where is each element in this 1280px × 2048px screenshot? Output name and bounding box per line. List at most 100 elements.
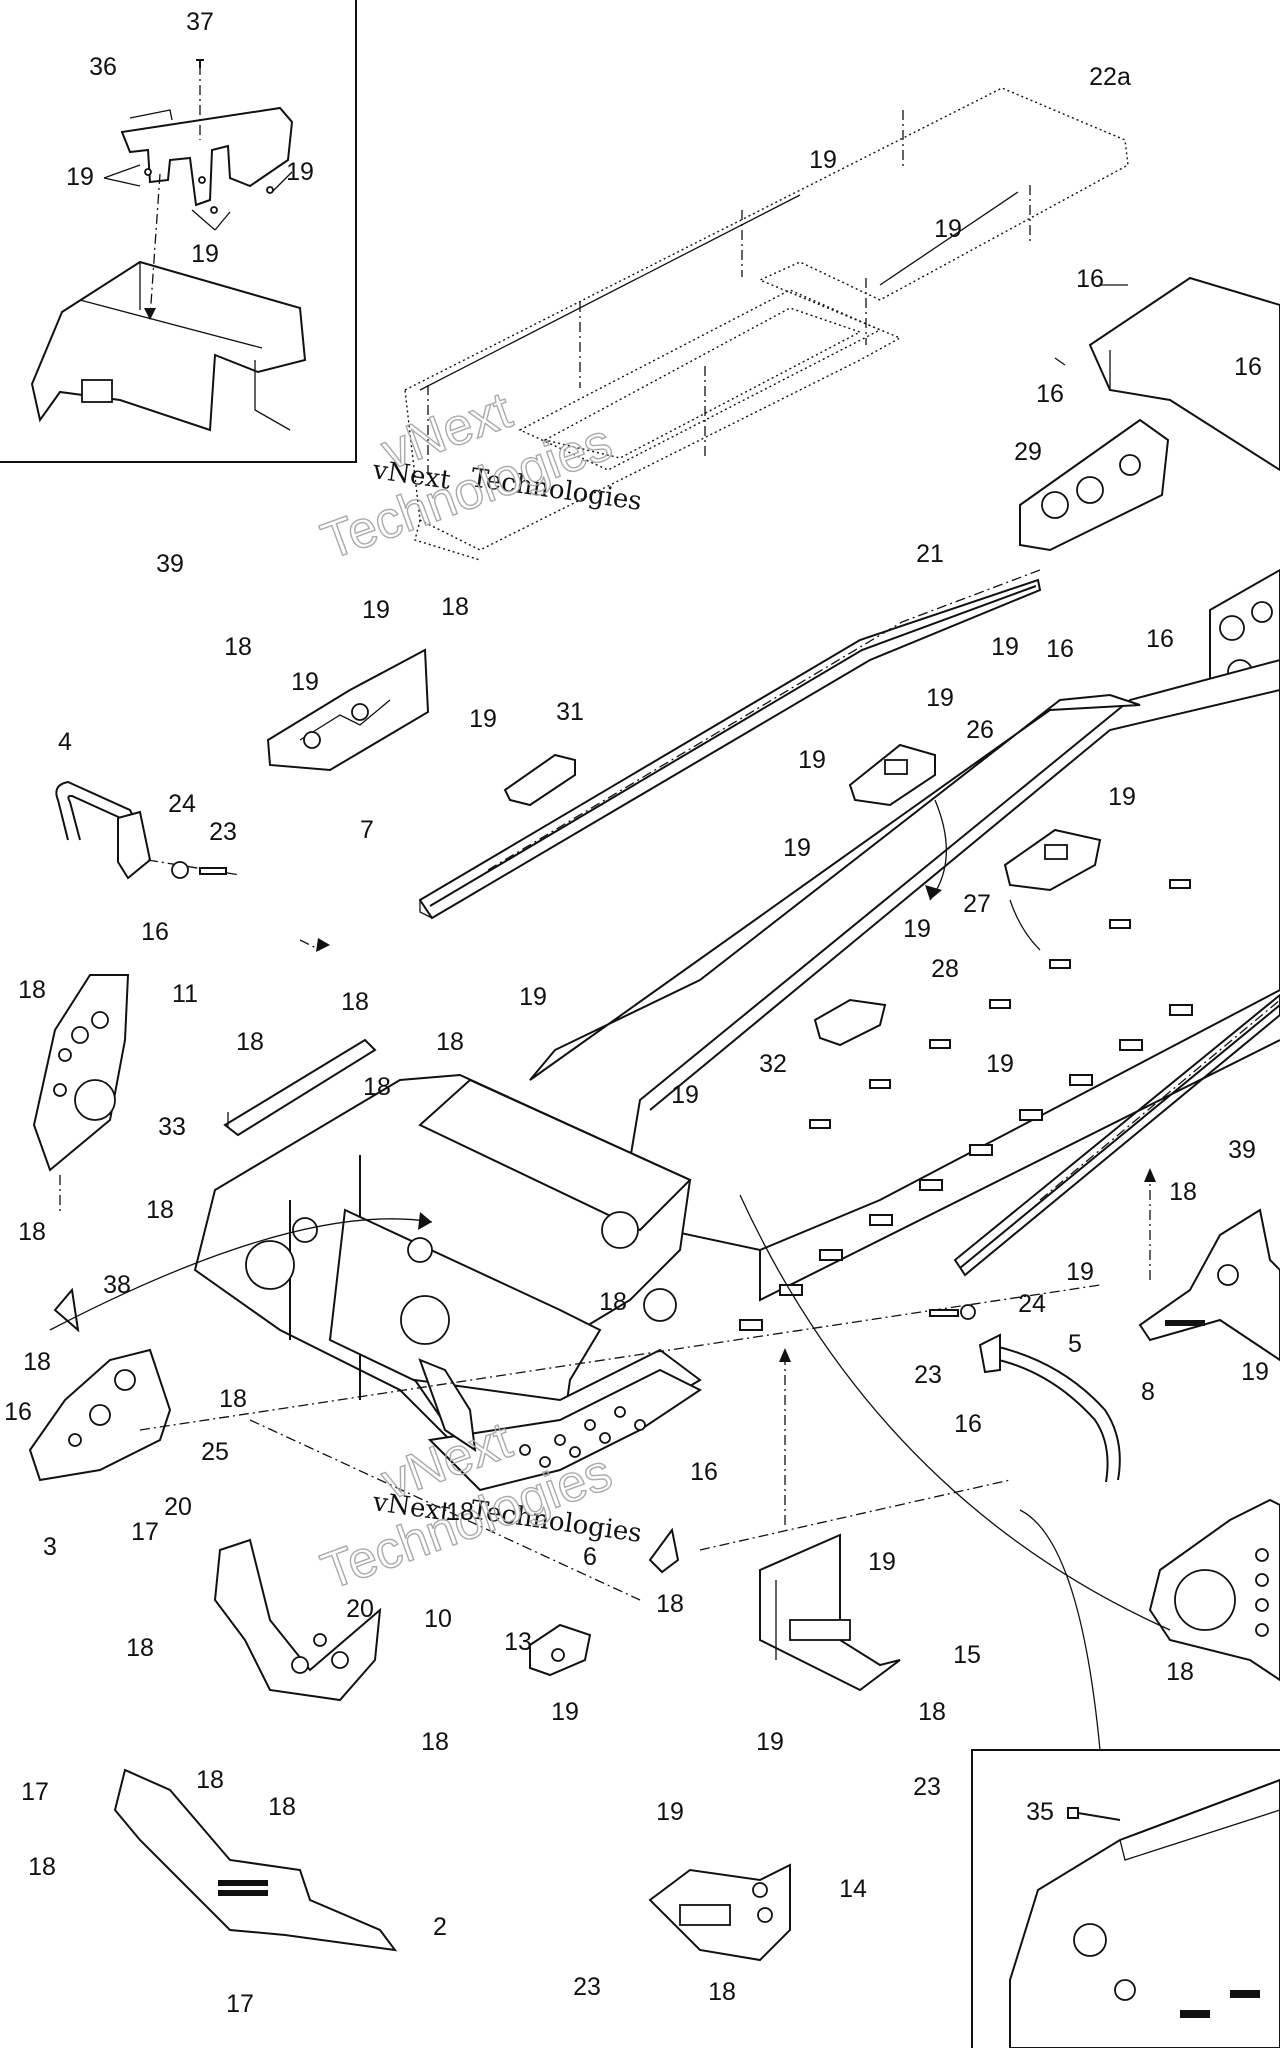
callout-label-c18d: 18 xyxy=(341,988,369,1016)
callout-label-c18f: 18 xyxy=(436,1028,464,1056)
hose-5 xyxy=(978,1333,1121,1483)
bracket-7 xyxy=(266,648,430,772)
callout-label-c19e: 19 xyxy=(934,215,962,243)
callout-label-c19v: 19 xyxy=(756,1728,784,1756)
callout-label-c23b: 23 xyxy=(914,1361,942,1389)
callout-label-c18t: 18 xyxy=(918,1698,946,1726)
callout-label-c19t: 19 xyxy=(868,1548,896,1576)
callout-label-c18g: 18 xyxy=(363,1073,391,1101)
leader-lines xyxy=(49,799,1171,1751)
callout-label-c37: 37 xyxy=(186,8,214,36)
inset-detail-bottom-right xyxy=(971,1749,1280,2048)
callout-label-c18h: 18 xyxy=(146,1196,174,1224)
callout-label-c32: 32 xyxy=(759,1050,787,1078)
callout-label-c19h: 19 xyxy=(991,633,1019,661)
tunnel-slots xyxy=(739,879,1193,1331)
callout-label-c18w: 18 xyxy=(708,1978,736,2006)
callout-label-c18r: 18 xyxy=(421,1728,449,1756)
callout-label-c2: 2 xyxy=(433,1913,447,1941)
callout-label-c19n: 19 xyxy=(903,915,931,943)
callout-label-c19r: 19 xyxy=(1066,1258,1094,1286)
callout-label-c8: 8 xyxy=(1141,1378,1155,1406)
handle-4 xyxy=(55,780,241,880)
callout-label-c16h: 16 xyxy=(954,1410,982,1438)
callout-label-c19q: 19 xyxy=(671,1081,699,1109)
callout-label-c11: 11 xyxy=(172,980,198,1008)
callout-label-c18v: 18 xyxy=(28,1853,56,1881)
callout-label-c18c: 18 xyxy=(18,976,46,1004)
inset-detail-top-left xyxy=(0,0,357,463)
callout-label-c16e: 16 xyxy=(1146,625,1174,653)
callout-label-c19g: 19 xyxy=(291,668,319,696)
callout-label-c18p: 18 xyxy=(656,1590,684,1618)
bolt-23-washer-24-right xyxy=(929,1304,976,1320)
callout-label-c3: 3 xyxy=(43,1533,57,1561)
callout-label-c19w: 19 xyxy=(656,1798,684,1826)
callout-label-c18b: 18 xyxy=(224,633,252,661)
callout-label-c19k: 19 xyxy=(798,746,826,774)
callout-label-c19p: 19 xyxy=(986,1050,1014,1078)
callout-label-c18n: 18 xyxy=(446,1498,474,1526)
callout-label-c19d: 19 xyxy=(809,146,837,174)
callout-label-c5: 5 xyxy=(1068,1330,1082,1358)
callout-label-c16i: 16 xyxy=(690,1458,718,1486)
callout-label-c39b: 39 xyxy=(1228,1136,1256,1164)
bracket-31 xyxy=(503,753,576,807)
callout-label-c35: 35 xyxy=(1026,1798,1054,1826)
plate-6 xyxy=(648,1527,680,1574)
bolt-23-washer-24-top xyxy=(171,861,227,879)
side-panel-right xyxy=(1148,1498,1280,1682)
callout-label-c19f: 19 xyxy=(362,596,390,624)
callout-label-c19m: 19 xyxy=(783,834,811,862)
callout-label-c16c: 16 xyxy=(1234,353,1262,381)
part-2 xyxy=(113,1768,398,1952)
tunnel-cover-22a xyxy=(404,87,1129,561)
callout-label-c26: 26 xyxy=(966,716,994,744)
callout-label-c18o: 18 xyxy=(126,1634,154,1662)
bracket-33 xyxy=(223,1038,377,1137)
callout-label-c19s: 19 xyxy=(1241,1358,1269,1386)
callout-label-c31: 31 xyxy=(556,698,584,726)
part-25-20-3 xyxy=(28,1348,172,1482)
bracket-14 xyxy=(648,1863,791,1962)
part-10-20 xyxy=(213,1538,382,1702)
callout-label-c18e: 18 xyxy=(236,1028,264,1056)
callout-label-c20a: 20 xyxy=(164,1493,192,1521)
panel-11 xyxy=(32,974,130,1172)
callout-label-c18j: 18 xyxy=(18,1218,46,1246)
part-13 xyxy=(529,1623,592,1677)
callout-label-c16d: 16 xyxy=(1046,635,1074,663)
callout-label-c19i: 19 xyxy=(469,705,497,733)
callout-label-c16a: 16 xyxy=(1076,265,1104,293)
callout-label-c24b: 24 xyxy=(1018,1290,1046,1318)
bracket-38 xyxy=(53,1287,80,1333)
callout-label-c24a: 24 xyxy=(168,790,196,818)
callout-label-c38: 38 xyxy=(103,1271,131,1299)
callout-label-c19o: 19 xyxy=(519,983,547,1011)
callout-label-c19u: 19 xyxy=(551,1698,579,1726)
callout-label-c10: 10 xyxy=(424,1605,452,1633)
callout-label-c17a: 17 xyxy=(131,1518,159,1546)
callout-label-c18a: 18 xyxy=(441,593,469,621)
callout-label-c19j: 19 xyxy=(926,684,954,712)
callout-label-c33: 33 xyxy=(158,1113,186,1141)
callout-label-c18l: 18 xyxy=(23,1348,51,1376)
callout-label-c16b: 16 xyxy=(1036,380,1064,408)
callout-label-c18q: 18 xyxy=(1166,1658,1194,1686)
bracket-27 xyxy=(1003,828,1102,892)
callout-label-c19a: 19 xyxy=(66,163,94,191)
callout-label-c13: 13 xyxy=(504,1628,532,1656)
callout-label-c25: 25 xyxy=(201,1438,229,1466)
callout-label-c21: 21 xyxy=(916,540,944,568)
bracket-32 xyxy=(813,998,887,1047)
callout-label-c18u: 18 xyxy=(268,1793,296,1821)
callout-label-c29: 29 xyxy=(1014,438,1042,466)
callout-label-c23a: 23 xyxy=(209,818,237,846)
rail-21 xyxy=(418,569,1042,920)
callout-label-c19c: 19 xyxy=(191,240,219,268)
rail-right-lower xyxy=(953,993,1280,1277)
callout-label-c18m: 18 xyxy=(219,1385,247,1413)
callout-label-c36: 36 xyxy=(89,53,117,81)
